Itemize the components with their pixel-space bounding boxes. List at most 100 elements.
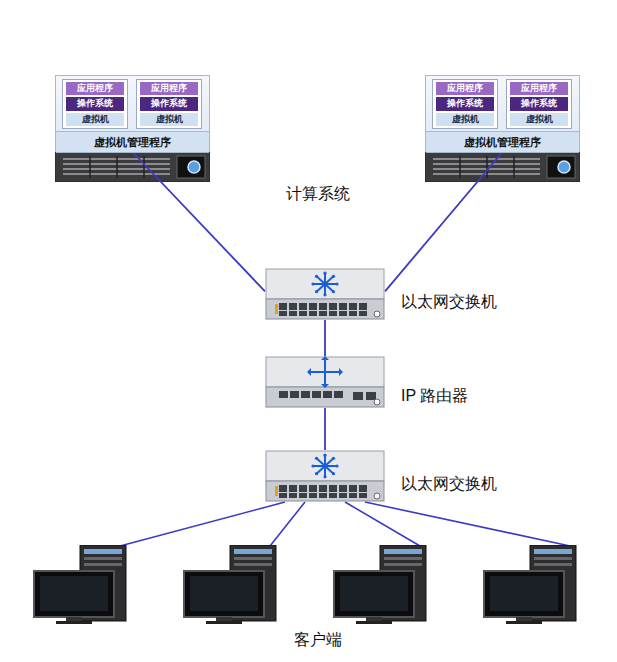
status-led bbox=[275, 304, 278, 314]
device-port bbox=[309, 311, 317, 316]
device-port bbox=[289, 311, 297, 316]
device-port bbox=[359, 493, 367, 498]
device-port bbox=[323, 391, 332, 398]
vm-box: 应用程序操作系统虚拟机 bbox=[432, 79, 498, 129]
vm-box: 应用程序操作系统虚拟机 bbox=[62, 79, 128, 129]
network-link bbox=[385, 152, 503, 291]
vm-layer: 应用程序 bbox=[436, 82, 494, 95]
device-port bbox=[329, 493, 337, 498]
network-link bbox=[324, 320, 326, 356]
switch-icon bbox=[265, 450, 385, 502]
device-port bbox=[334, 391, 343, 398]
client-pc bbox=[34, 545, 126, 624]
device-port bbox=[329, 485, 337, 492]
vm-layer: 虚拟机 bbox=[66, 113, 124, 126]
device-port bbox=[279, 391, 288, 398]
client-wires bbox=[120, 502, 570, 546]
hypervisor-bar: 虚拟机管理程序 bbox=[426, 131, 579, 153]
vm-layer: 虚拟机 bbox=[436, 113, 494, 126]
group-label: 计算系统 bbox=[286, 184, 350, 205]
device-label: 以太网交换机 bbox=[401, 292, 497, 313]
device-port bbox=[349, 485, 357, 492]
vm-layer: 操作系统 bbox=[140, 97, 198, 110]
router-icon bbox=[265, 356, 385, 408]
vm-layer: 应用程序 bbox=[66, 82, 124, 95]
device-port bbox=[279, 303, 287, 310]
device-port bbox=[301, 391, 310, 398]
device-port bbox=[349, 493, 357, 498]
vm-layer: 操作系统 bbox=[436, 97, 494, 110]
client-wire bbox=[365, 502, 570, 546]
status-led bbox=[275, 486, 278, 496]
server-box: 应用程序操作系统虚拟机应用程序操作系统虚拟机虚拟机管理程序 bbox=[425, 75, 580, 152]
device-port bbox=[329, 303, 337, 310]
device-port bbox=[359, 303, 367, 310]
device-symbol bbox=[307, 356, 343, 388]
server-chassis bbox=[425, 152, 580, 182]
device-port bbox=[319, 311, 327, 316]
device-front bbox=[266, 481, 384, 501]
device-port bbox=[309, 485, 317, 492]
device-port bbox=[299, 311, 307, 316]
vm-layer: 虚拟机 bbox=[510, 113, 568, 126]
hypervisor-bar: 虚拟机管理程序 bbox=[56, 131, 209, 153]
device-port bbox=[353, 392, 363, 400]
device-label: 以太网交换机 bbox=[401, 474, 497, 495]
device-port bbox=[359, 311, 367, 316]
device-port bbox=[290, 391, 299, 398]
network-link bbox=[324, 408, 326, 450]
vm-layer: 操作系统 bbox=[66, 97, 124, 110]
device-port bbox=[319, 303, 327, 310]
device-port bbox=[366, 392, 376, 400]
device-port bbox=[339, 311, 347, 316]
vm-layer: 应用程序 bbox=[510, 82, 568, 95]
device-symbol bbox=[311, 272, 338, 297]
device-port bbox=[312, 391, 321, 398]
switch-icon bbox=[265, 268, 385, 320]
device-port bbox=[309, 493, 317, 498]
device-port bbox=[299, 303, 307, 310]
network-link bbox=[133, 152, 266, 291]
client-wire bbox=[345, 502, 420, 546]
device-top bbox=[266, 357, 384, 387]
router-node: IP 路由器 bbox=[265, 356, 385, 408]
device-port bbox=[279, 311, 287, 316]
device-port bbox=[339, 493, 347, 498]
device-port bbox=[279, 485, 287, 492]
device-front bbox=[266, 299, 384, 319]
vm-box: 应用程序操作系统虚拟机 bbox=[506, 79, 572, 129]
device-port bbox=[349, 311, 357, 316]
device-port bbox=[339, 485, 347, 492]
power-button bbox=[374, 399, 380, 405]
device-top bbox=[266, 451, 384, 481]
vm-box: 应用程序操作系统虚拟机 bbox=[136, 79, 202, 129]
device-port bbox=[289, 493, 297, 498]
device-top bbox=[266, 269, 384, 299]
vm-layer: 应用程序 bbox=[140, 82, 198, 95]
device-port bbox=[299, 493, 307, 498]
device-port bbox=[359, 485, 367, 492]
device-port bbox=[309, 303, 317, 310]
device-port bbox=[289, 485, 297, 492]
client-pc bbox=[484, 545, 576, 624]
device-port bbox=[349, 303, 357, 310]
client-pc bbox=[184, 545, 276, 624]
switch-node: 以太网交换机 bbox=[265, 450, 385, 502]
device-port bbox=[279, 493, 287, 498]
switch-node: 以太网交换机 bbox=[265, 268, 385, 320]
group-label: 客户端 bbox=[294, 630, 342, 651]
client-wire bbox=[270, 502, 305, 546]
device-port bbox=[319, 493, 327, 498]
vm-layer: 虚拟机 bbox=[140, 113, 198, 126]
device-port bbox=[339, 303, 347, 310]
client-pc bbox=[334, 545, 426, 624]
server-chassis bbox=[55, 152, 210, 182]
device-port bbox=[319, 485, 327, 492]
device-port bbox=[329, 311, 337, 316]
device-label: IP 路由器 bbox=[401, 386, 468, 407]
vm-layer: 操作系统 bbox=[510, 97, 568, 110]
device-port bbox=[299, 485, 307, 492]
power-button bbox=[374, 311, 380, 317]
power-button bbox=[374, 493, 380, 499]
